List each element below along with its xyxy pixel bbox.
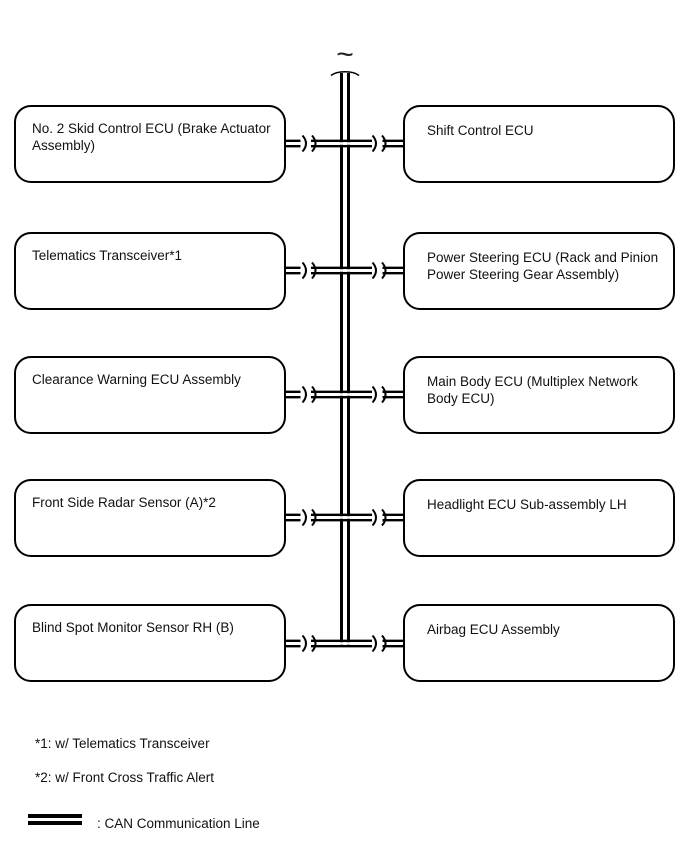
ecu-box-main-body: Main Body ECU (Multiplex Network Body EC… bbox=[403, 356, 675, 434]
ecu-box-blind-spot-monitor: Blind Spot Monitor Sensor RH (B) bbox=[14, 604, 286, 682]
ecu-box-front-side-radar: Front Side Radar Sensor (A)*2 bbox=[14, 479, 286, 557]
connector-row-1 bbox=[284, 134, 405, 153]
bus-continuation-symbol: ~ bbox=[336, 38, 354, 71]
legend-label: : CAN Communication Line bbox=[97, 816, 260, 831]
ecu-box-shift-control: Shift Control ECU bbox=[403, 105, 675, 183]
connector-row-2 bbox=[284, 261, 405, 280]
ecu-box-power-steering: Power Steering ECU (Rack and Pinion Powe… bbox=[403, 232, 675, 310]
bus-top-cap bbox=[330, 70, 360, 77]
connector-row-5 bbox=[284, 634, 405, 653]
can-bus-line bbox=[330, 70, 360, 647]
footnote-2: *2: w/ Front Cross Traffic Alert bbox=[35, 770, 215, 785]
ecu-box-no2-skid-control: No. 2 Skid Control ECU (Brake Actuator A… bbox=[14, 105, 286, 183]
can-line-symbol bbox=[28, 814, 82, 825]
ecu-box-telematics-transceiver: Telematics Transceiver*1 bbox=[14, 232, 286, 310]
ecu-box-headlight-lh: Headlight ECU Sub-assembly LH bbox=[403, 479, 675, 557]
ecu-box-clearance-warning: Clearance Warning ECU Assembly bbox=[14, 356, 286, 434]
footnote-1: *1: w/ Telematics Transceiver bbox=[35, 736, 210, 751]
connector-row-4 bbox=[284, 508, 405, 527]
connector-row-3 bbox=[284, 385, 405, 404]
ecu-box-airbag: Airbag ECU Assembly bbox=[403, 604, 675, 682]
